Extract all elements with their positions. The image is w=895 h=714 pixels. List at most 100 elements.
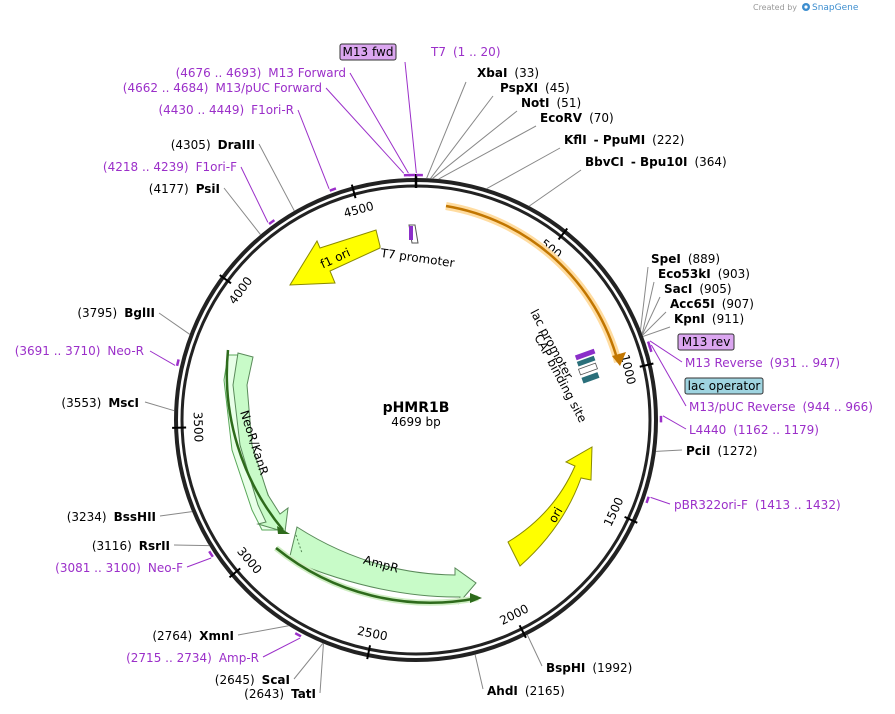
enzyme-leader-line	[430, 95, 494, 179]
enzyme-label-text: KpnI(911)	[674, 312, 744, 326]
enzyme-name: PciI	[686, 444, 711, 458]
enzyme-label[interactable]: Eco53kI(903)	[658, 267, 750, 281]
enzyme-label[interactable]: XbaI(33)	[477, 66, 539, 80]
enzyme-label-text: BspHI(1992)	[546, 661, 632, 675]
primer-label[interactable]: (4662 .. 4684)M13/pUC Forward	[123, 81, 322, 95]
enzyme-name: PspXI	[500, 81, 538, 95]
ori-arrow[interactable]	[507, 446, 593, 567]
enzyme-position: (45)	[545, 81, 570, 95]
enzyme-position: (4305)	[171, 138, 211, 152]
enzyme-leader-line	[223, 187, 261, 235]
enzyme-label-text: (4305)DraIII	[171, 138, 255, 152]
primer-name: M13 Forward	[268, 66, 346, 80]
primer-range: (944 .. 966)	[803, 400, 873, 414]
enzyme-name: NotI	[521, 96, 550, 110]
primer-range: (1 .. 20)	[453, 45, 501, 59]
enzyme-leader-line	[144, 401, 175, 412]
enzyme-label[interactable]: (3234)BssHII	[67, 510, 156, 524]
enzyme-label[interactable]: KpnI(911)	[674, 312, 744, 326]
primer-label[interactable]: (4430 .. 4449) F1ori-R	[158, 103, 294, 117]
primer-leader-line	[325, 87, 405, 174]
enzyme-label-text: (2764) XmnI	[152, 629, 234, 643]
snapgene-logo-icon	[802, 3, 810, 11]
enzyme-position: (3553)	[61, 396, 101, 410]
enzyme-name: BssHII	[114, 510, 156, 524]
enzyme-label[interactable]: PciI(1272)	[686, 444, 757, 458]
plasmid-size: 4699 bp	[391, 415, 441, 429]
enzyme-name: Eco53kI	[658, 267, 711, 281]
enzyme-leader-line	[641, 296, 661, 335]
enzyme-label[interactable]: (3116)RsrII	[92, 539, 170, 553]
enzyme-label-text: AhdI(2165)	[487, 684, 565, 698]
primer-label[interactable]: T7(1 .. 20)	[430, 45, 501, 59]
primer-name: F1ori-R	[251, 103, 294, 117]
primer-label-text: L4440(1162 .. 1179)	[689, 423, 819, 437]
m13-rev-box-label: M13 rev	[682, 335, 731, 349]
enzyme-name: BglII	[124, 306, 155, 320]
enzyme-position: (2645)	[215, 673, 255, 687]
enzyme-label[interactable]: PspXI (45)	[500, 81, 570, 95]
enzyme-position: (2764)	[152, 629, 192, 643]
enzyme-label-text: Acc65I(907)	[670, 297, 754, 311]
scale-tick-label: 4500	[342, 199, 375, 221]
enzyme-label[interactable]: AhdI(2165)	[487, 684, 565, 698]
enzyme-label[interactable]: (3795)BglII	[77, 306, 155, 320]
f1-ori-arrow[interactable]	[289, 229, 381, 286]
enzyme-label[interactable]: BspHI(1992)	[546, 661, 632, 675]
enzyme-label[interactable]: EcoRV(70)	[540, 111, 614, 125]
enzyme-name: AhdI	[487, 684, 518, 698]
primer-label[interactable]: (4218 .. 4239)F1ori-F	[103, 160, 237, 174]
enzyme-label[interactable]: (2643)TatI	[244, 687, 316, 701]
enzyme-label[interactable]: Acc65I(907)	[670, 297, 754, 311]
amp-arrow[interactable]	[288, 526, 477, 605]
enzyme-label[interactable]: (4305)DraIII	[171, 138, 255, 152]
lac-region-arc[interactable]	[445, 204, 620, 363]
enzyme-label[interactable]: (2764) XmnI	[152, 629, 234, 643]
primer-leader-line	[650, 496, 671, 505]
primer-range: (4430 .. 4449)	[158, 103, 244, 117]
enzyme-label[interactable]: (3553)MscI	[61, 396, 139, 410]
enzyme-label[interactable]: BbvCI- Bpu10I(364)	[585, 155, 727, 169]
primer-label[interactable]: (4676 .. 4693)M13 Forward	[176, 66, 346, 80]
enzyme-label[interactable]: SpeI(889)	[651, 252, 720, 266]
enzyme-label[interactable]: (2645)ScaI	[215, 673, 290, 687]
enzyme-name: KflI	[564, 133, 587, 147]
lac-operator-box-label: lac operator	[688, 379, 761, 393]
primer-leader-line	[650, 344, 687, 407]
enzyme-label[interactable]: (4177)PsiI	[149, 182, 220, 196]
enzyme-label[interactable]: SacI(905)	[664, 282, 732, 296]
neo-kan-arrow[interactable]	[232, 352, 289, 533]
primer-label[interactable]: pBR322ori-F(1413 .. 1432)	[674, 498, 841, 512]
enzyme-position: (911)	[712, 312, 744, 326]
m13-fwd-box-label: M13 fwd	[343, 45, 394, 59]
primer-name: F1ori-F	[196, 160, 237, 174]
primer-label[interactable]: (2715 .. 2734)Amp-R	[126, 651, 259, 665]
primer-label[interactable]: M13/pUC Reverse(944 .. 966)	[689, 400, 873, 414]
amp-strand	[275, 547, 479, 604]
m13-rev-box[interactable]: M13 rev	[677, 333, 735, 351]
primer-label[interactable]: (3081 .. 3100)Neo-F	[55, 561, 183, 575]
primer-label-text: (4662 .. 4684)M13/pUC Forward	[123, 81, 322, 95]
enzyme-position: (1992)	[592, 661, 632, 675]
m13-fwd-box[interactable]: M13 fwd	[339, 43, 397, 61]
enzyme-label[interactable]: NotI(51)	[521, 96, 581, 110]
neo-kan-strand-head	[277, 526, 290, 534]
enzyme-name: XmnI	[199, 629, 234, 643]
enzyme-label-text: KflI- PpuMI(222)	[564, 133, 684, 147]
primer-label[interactable]: L4440(1162 .. 1179)	[689, 423, 819, 437]
scale-tick	[219, 274, 232, 285]
primer-site-mark	[329, 187, 337, 192]
enzyme-label-text: XbaI(33)	[477, 66, 539, 80]
primer-range: (1413 .. 1432)	[755, 498, 841, 512]
primer-label-text: pBR322ori-F(1413 .. 1432)	[674, 498, 841, 512]
primer-site-mark	[648, 345, 653, 353]
credit-brand: SnapGene	[812, 3, 859, 13]
enzyme-leader-line	[486, 147, 561, 190]
enzyme-position: (33)	[514, 66, 539, 80]
primer-label[interactable]: M13 Reverse(931 .. 947)	[685, 356, 840, 370]
enzyme-label[interactable]: KflI- PpuMI(222)	[564, 133, 684, 147]
lac-operator-box[interactable]: lac operator	[684, 377, 764, 395]
primer-label[interactable]: (3691 .. 3710)Neo-R	[15, 344, 144, 358]
enzyme-leader-line	[641, 281, 655, 335]
